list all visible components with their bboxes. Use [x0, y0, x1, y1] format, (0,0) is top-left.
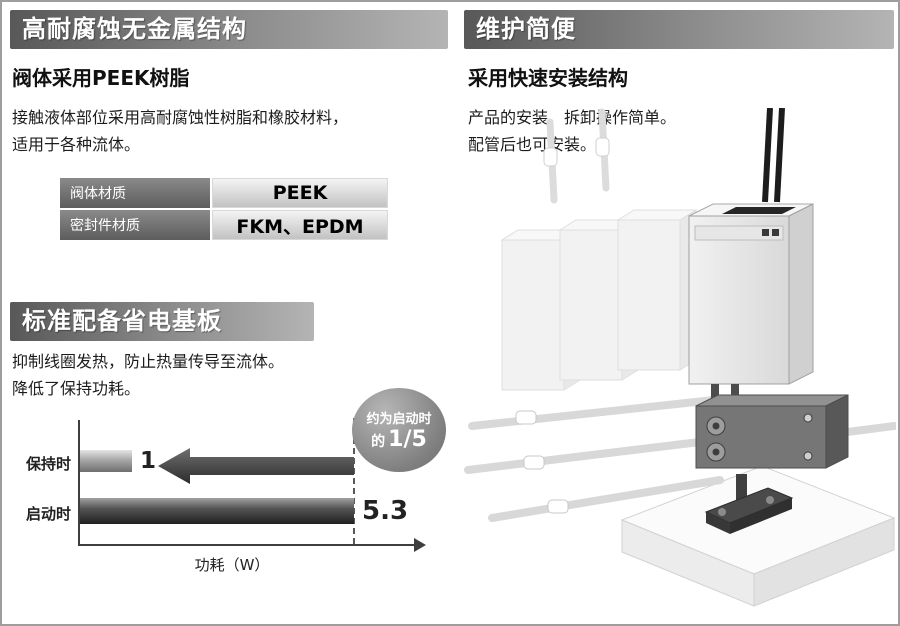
corrosion-body: 接触液体部位采用高耐腐蚀性树脂和橡胶材料， 适用于各种流体。 [12, 104, 348, 158]
table-row: 密封件材质 FKM、EPDM [60, 210, 388, 240]
maintenance-body-line: 产品的安装、拆卸操作简单。 [468, 108, 677, 127]
quick-install-subtitle: 采用快速安装结构 [468, 66, 628, 90]
mounting-clamp [704, 474, 794, 534]
corrosion-body-line: 适用于各种流体。 [12, 135, 141, 154]
holding-bar [80, 450, 132, 472]
power-cable [762, 108, 785, 203]
valve-assembly-illustration [464, 108, 896, 607]
ghost-valves [500, 209, 698, 391]
reduction-arrow-icon [158, 448, 354, 484]
bar-label-startup: 启动时 [26, 505, 72, 523]
power-consumption-chart: 保持时 1 启动时 5.3 功耗（W） 约为启动时 的 1/5 [12, 388, 457, 587]
maintenance-body: 产品的安装、拆卸操作简单。 配管后也可安装。 [468, 104, 676, 158]
table-row: 阀体材质 PEEK [60, 178, 388, 208]
holding-value: 1 [140, 448, 157, 474]
x-axis [78, 544, 416, 546]
corrosion-body-line: 接触液体部位采用高耐腐蚀性树脂和橡胶材料， [12, 108, 349, 127]
ratio-badge-text: 约为启动时 [366, 412, 432, 427]
power-section-header: 标准配备省电基板 [10, 302, 314, 341]
material-value-cell: PEEK [212, 178, 388, 208]
startup-bar-row: 5.3 [80, 496, 409, 526]
maintenance-section-header: 维护简便 [464, 10, 894, 49]
power-body-line: 抑制线圈发热，防止热量传导至流体。 [12, 352, 285, 371]
main-valve [688, 203, 814, 400]
fluid-tubes [464, 396, 896, 522]
ratio-badge-value: 的 1/5 [371, 427, 427, 452]
y-axis [78, 420, 80, 546]
bar-label-holding: 保持时 [26, 455, 72, 473]
power-body: 抑制线圈发热，防止热量传导至流体。 降低了保持功耗。 [12, 348, 284, 402]
maintenance-body-line: 配管后也可安装。 [468, 135, 597, 154]
supply-tubes-top [546, 108, 610, 204]
manifold-block [695, 394, 849, 469]
corrosion-section-header: 高耐腐蚀无金属结构 [10, 10, 448, 49]
materials-table: 阀体材质 PEEK 密封件材质 FKM、EPDM [60, 178, 388, 242]
startup-value: 5.3 [362, 496, 409, 526]
dashed-reference-line [353, 418, 355, 544]
peek-subtitle: 阀体采用PEEK树脂 [12, 66, 190, 90]
material-label-cell: 阀体材质 [60, 178, 210, 208]
startup-bar [80, 498, 354, 524]
x-axis-label: 功耗（W） [194, 556, 270, 574]
power-body-line: 降低了保持功耗。 [12, 379, 141, 398]
tube-fittings [515, 410, 569, 514]
x-axis-arrow-icon [414, 538, 426, 552]
top-tube-fittings [543, 137, 610, 167]
material-label-cell: 密封件材质 [60, 210, 210, 240]
material-value-cell: FKM、EPDM [212, 210, 388, 240]
holding-bar-row: 1 [80, 448, 157, 474]
ratio-badge: 约为启动时 的 1/5 [352, 388, 446, 472]
